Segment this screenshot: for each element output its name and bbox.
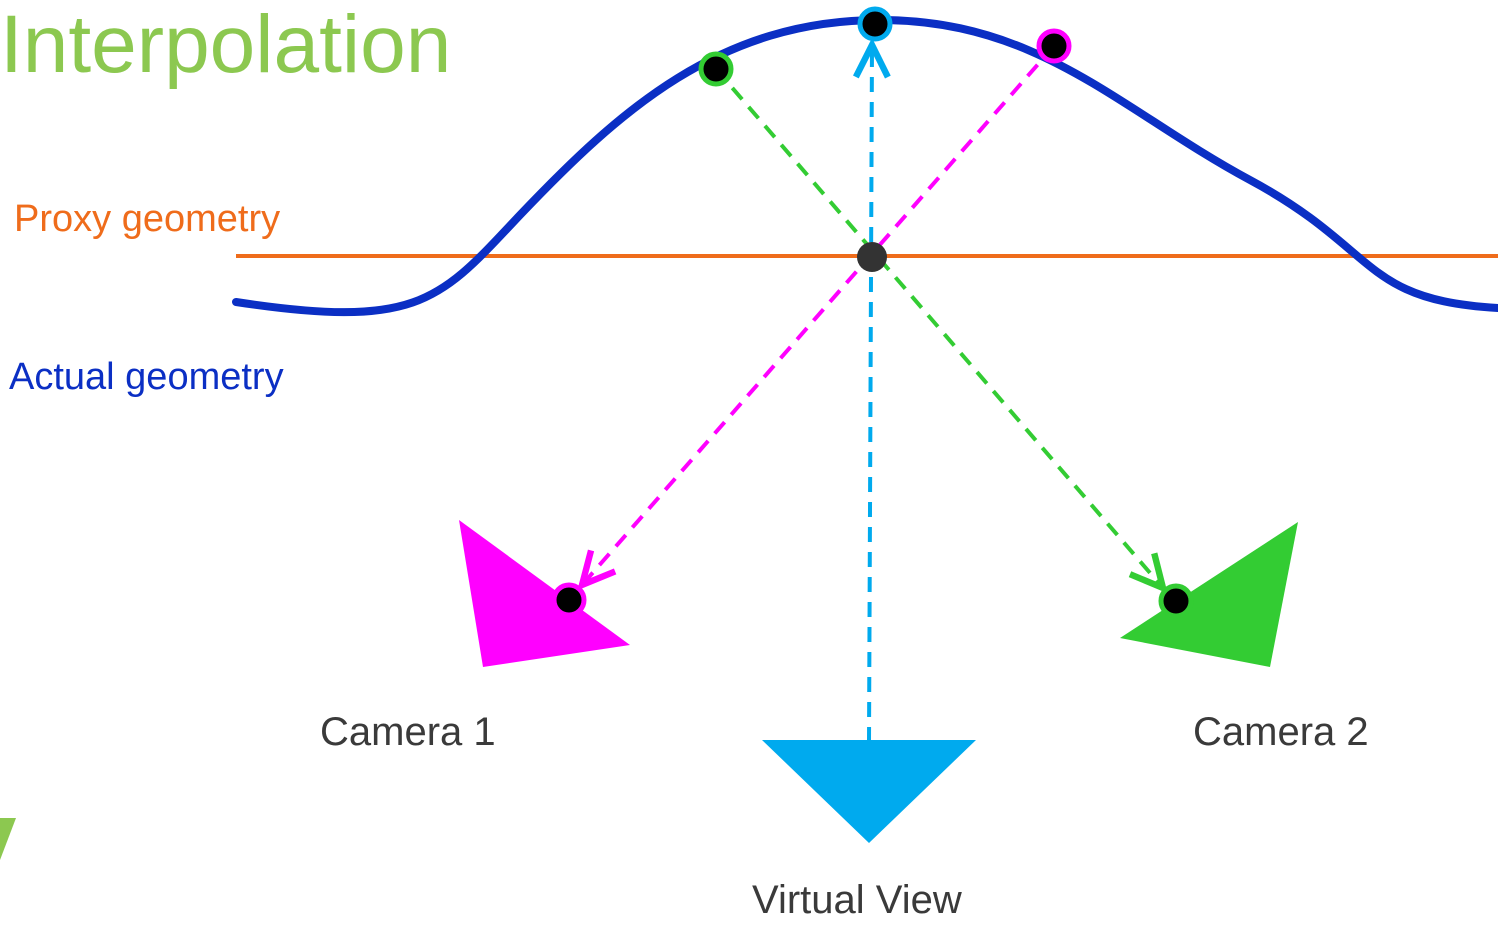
- proxy-geometry-label: Proxy geometry: [14, 198, 281, 240]
- virtual-view-surface-point: [857, 6, 893, 42]
- virtual-view-label: Virtual View: [752, 878, 962, 922]
- virtual-view-ray: [869, 45, 872, 743]
- camera2-ray: [714, 67, 1163, 588]
- actual-geometry-label: Actual geometry: [9, 356, 284, 398]
- corner-accent-shape: [0, 818, 16, 860]
- camera2-label: Camera 2: [1193, 710, 1369, 754]
- camera1-surface-point: [1036, 28, 1072, 64]
- camera1-shape: [459, 520, 630, 667]
- camera2-surface-point: [698, 51, 734, 87]
- virtual-view-shape: [762, 740, 976, 843]
- camera1-ray: [582, 44, 1056, 585]
- intersection-point: [857, 242, 887, 272]
- camera2-shape: [1120, 522, 1298, 667]
- camera2-center-point: [1158, 583, 1194, 619]
- camera1-center-point: [551, 582, 587, 618]
- camera1-label: Camera 1: [320, 710, 496, 754]
- slide-title: Interpolation: [0, 0, 452, 90]
